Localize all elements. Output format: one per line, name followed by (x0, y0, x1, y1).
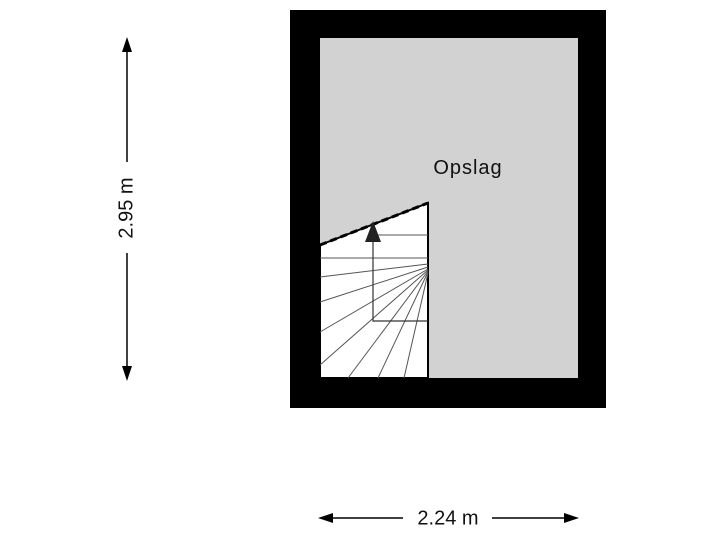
stair-walk-line (372, 238, 428, 322)
stair-tread (319, 263, 429, 278)
arrow-up-icon (122, 37, 132, 52)
arrow-right-icon (564, 513, 579, 523)
stair-tread (319, 266, 429, 303)
stair-tread (319, 268, 429, 333)
width-dimension-label: 2.24 m (417, 507, 478, 529)
stair-direction-arrow-icon (365, 221, 381, 242)
room-label: Opslag (433, 157, 502, 179)
stair-tread (347, 270, 429, 379)
stair-tread (403, 272, 429, 379)
stair-tread (377, 271, 429, 379)
height-dimension: 2.95 m (115, 37, 137, 381)
stair-tread (319, 269, 429, 366)
arrow-down-icon (122, 366, 132, 381)
arrow-left-icon (318, 513, 333, 523)
stair-treads (319, 234, 429, 379)
width-dimension: 2.24 m (318, 507, 579, 529)
height-dimension-label: 2.95 m (115, 177, 137, 238)
